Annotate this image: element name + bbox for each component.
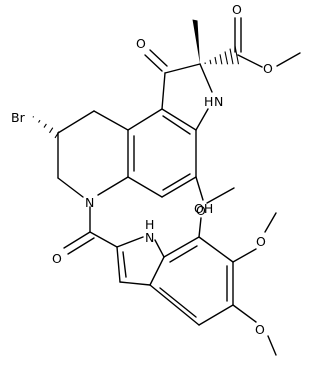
bond-c3a-c9b-inner	[162, 115, 191, 135]
tetrahydroquinoline-n-label: N	[85, 195, 94, 210]
bond-c9b-c1	[161, 72, 166, 110]
bond-c1-o-a	[144, 54, 163, 72]
bond-c1-o-b	[149, 49, 168, 67]
bond-n3-c3a	[195, 108, 209, 131]
ester-carbonyl-oxygen-label: O	[232, 2, 242, 17]
bond-n1-c7a	[154, 239, 165, 258]
bond-c3a-c9b	[161, 108, 197, 131]
bond-o5-ch3	[267, 335, 277, 356]
bond-c4-oh	[195, 176, 204, 201]
indole-h-label: H	[145, 217, 154, 232]
pyrrolidine-h-label: H	[204, 94, 213, 109]
bond-c3-c2-inner	[122, 251, 127, 278]
hydroxyl-label: OH	[194, 201, 213, 216]
bond-c7a-c7	[163, 236, 200, 258]
methyl-wedge-bond	[192, 19, 200, 64]
bond-c9-c9a	[93, 110, 129, 131]
bond-c2-n3	[199, 63, 213, 93]
bond-c5-c4	[198, 304, 234, 326]
bond-c5-c4	[161, 176, 197, 198]
pyrrolidine-n-label: N	[214, 94, 223, 109]
ketone-oxygen-label: O	[136, 36, 146, 51]
bond-camide-o-b	[67, 237, 95, 255]
bond-n6-c5a	[97, 176, 129, 196]
bond-c3a-c3	[119, 281, 151, 286]
bond-c9a-c9b	[127, 108, 163, 131]
bond-c8-c9	[57, 110, 95, 134]
bond-c5a-c5	[127, 176, 163, 198]
bond-c2-n1-indole	[116, 236, 144, 248]
bond-camide-o-a	[63, 231, 91, 249]
bond-c5-c4-inner	[162, 173, 191, 191]
bond-lines	[32, 17, 301, 356]
methoxy-6-oxygen-label: O	[256, 234, 266, 249]
bond-c1-c2	[164, 63, 201, 74]
methoxy-5-oxygen-label: O	[255, 322, 265, 337]
amide-oxygen-label: O	[52, 251, 62, 266]
bond-c7-c6	[198, 236, 234, 263]
bond-c7a-c7-inner	[169, 245, 198, 263]
bond-c4-c3a	[149, 284, 200, 326]
indole-n-label: N	[145, 230, 154, 245]
hashed-bond-br	[32, 116, 60, 139]
bond-c5-o	[232, 304, 257, 323]
bond-ester-oe-ch3	[276, 52, 301, 67]
hashed-bond-ester	[204, 45, 240, 65]
bond-c4-c3a-inner	[159, 287, 197, 318]
bond-c7-o	[198, 217, 202, 238]
bond-o6-ch3	[264, 212, 277, 233]
bond-c7-n6	[57, 177, 84, 198]
bond-c7a-c3a	[149, 256, 165, 286]
bond-ester-c-oe	[237, 54, 263, 68]
bond-o7-ch3	[206, 187, 235, 204]
atom-labels: Br O O O H N OH N O H N O O O	[11, 2, 273, 337]
chemical-structure-drawing: Br O O O H N OH N O H N O O O	[11, 2, 301, 356]
ester-ether-oxygen-label: O	[263, 61, 273, 76]
bond-c3-c2-outer	[116, 246, 121, 283]
bond-camide-c2indole	[89, 231, 118, 248]
bromine-label: Br	[11, 110, 26, 125]
bond-c6-o	[232, 248, 257, 263]
methoxy-7-oxygen-label: O	[196, 203, 206, 218]
